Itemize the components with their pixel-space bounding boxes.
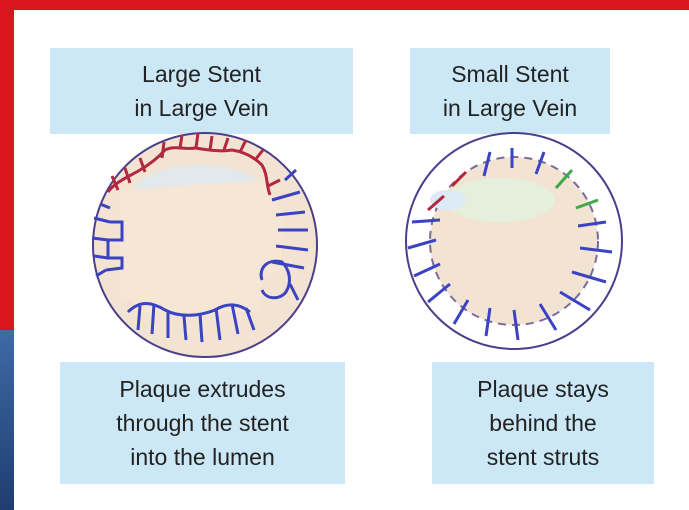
small-stent-vessel bbox=[406, 133, 622, 349]
large-stent-vessel bbox=[92, 133, 317, 357]
